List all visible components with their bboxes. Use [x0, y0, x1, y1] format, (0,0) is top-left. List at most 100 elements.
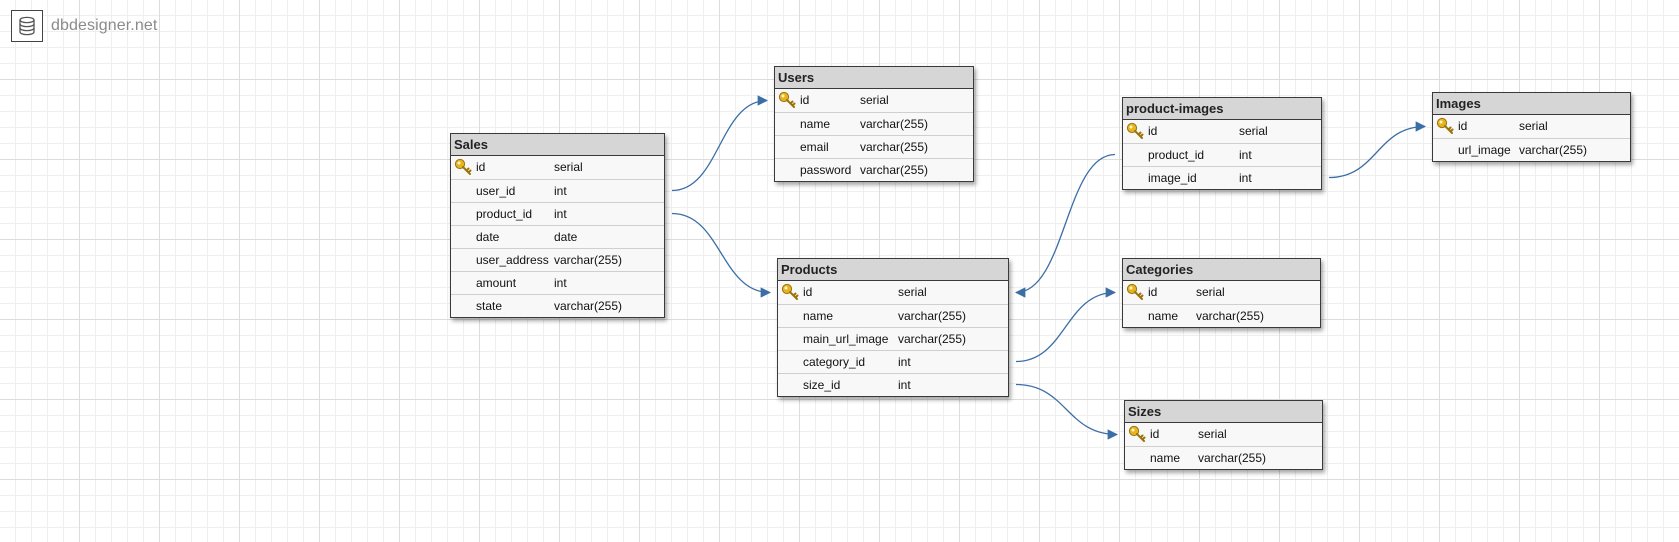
- column-type: int: [554, 276, 567, 290]
- column-name: id: [476, 160, 486, 174]
- column-row[interactable]: id serial: [778, 281, 1008, 304]
- column-name: password: [800, 163, 852, 177]
- column-name: id: [1458, 119, 1468, 133]
- table-title[interactable]: Users: [775, 67, 973, 89]
- table-products[interactable]: Products id serial name varchar(255) main_url…: [777, 258, 1009, 397]
- column-name: amount: [476, 276, 517, 290]
- brand: dbdesigner.net: [11, 10, 157, 42]
- table-product-images[interactable]: product-images id serial product_id int image…: [1122, 97, 1322, 190]
- primary-key-icon: [781, 283, 799, 300]
- column-type: int: [898, 378, 911, 392]
- relation-sales-user_id[interactable]: [671, 95, 769, 192]
- column-type: varchar(255): [898, 309, 967, 323]
- column-name: id: [803, 285, 813, 299]
- table-title[interactable]: Categories: [1123, 259, 1320, 281]
- column-name: product_id: [476, 207, 533, 221]
- column-row[interactable]: id serial: [1433, 115, 1630, 138]
- column-row[interactable]: password varchar(255): [775, 158, 973, 181]
- primary-key-icon: [1128, 425, 1146, 442]
- column-type: varchar(255): [554, 299, 623, 313]
- column-row[interactable]: amount int: [451, 271, 664, 294]
- column-type: serial: [1519, 119, 1548, 133]
- column-row[interactable]: name varchar(255): [1125, 446, 1322, 469]
- table-columns: id serial name varchar(255): [1125, 423, 1322, 469]
- column-type: serial: [898, 285, 927, 299]
- column-name: product_id: [1148, 148, 1205, 162]
- column-row[interactable]: category_id int: [778, 350, 1008, 373]
- relation-products-category_id[interactable]: [1015, 287, 1117, 363]
- table-title[interactable]: Images: [1433, 93, 1630, 115]
- table-sizes[interactable]: Sizes id serial name varchar(255): [1124, 400, 1323, 470]
- column-type: date: [554, 230, 578, 244]
- column-name: email: [800, 140, 829, 154]
- table-title[interactable]: Products: [778, 259, 1008, 281]
- column-name: main_url_image: [803, 332, 889, 346]
- column-row[interactable]: product_id int: [451, 202, 664, 225]
- column-row[interactable]: user_address varchar(255): [451, 248, 664, 271]
- column-row[interactable]: size_id int: [778, 373, 1008, 396]
- column-row[interactable]: product_id int: [1123, 143, 1321, 166]
- column-row[interactable]: id serial: [1125, 423, 1322, 446]
- relation-product-images-product_id[interactable]: [1014, 153, 1116, 298]
- column-type: int: [1239, 148, 1252, 162]
- column-type: int: [554, 207, 567, 221]
- table-title[interactable]: Sales: [451, 134, 664, 156]
- column-row[interactable]: user_id int: [451, 179, 664, 202]
- column-row[interactable]: id serial: [451, 156, 664, 179]
- column-name: id: [1148, 285, 1158, 299]
- column-name: id: [1150, 427, 1160, 441]
- column-name: name: [1150, 451, 1181, 465]
- primary-key-icon: [1126, 122, 1144, 139]
- column-name: user_id: [476, 184, 516, 198]
- table-title[interactable]: Sizes: [1125, 401, 1322, 423]
- relation-sales-product_id[interactable]: [671, 212, 772, 298]
- column-name: user_address: [476, 253, 549, 267]
- column-name: size_id: [803, 378, 841, 392]
- column-name: category_id: [803, 355, 866, 369]
- column-row[interactable]: email varchar(255): [775, 135, 973, 158]
- column-type: varchar(255): [860, 117, 929, 131]
- relation-product-images-image_id[interactable]: [1328, 121, 1427, 179]
- column-type: varchar(255): [860, 140, 929, 154]
- column-name: id: [1148, 124, 1158, 138]
- brand-name: dbdesigner.net: [51, 17, 158, 34]
- column-row[interactable]: id serial: [1123, 281, 1320, 304]
- relation-products-size_id[interactable]: [1015, 383, 1119, 440]
- column-type: varchar(255): [1198, 451, 1267, 465]
- primary-key-icon: [454, 158, 472, 175]
- column-name: name: [803, 309, 834, 323]
- column-name: name: [800, 117, 831, 131]
- column-row[interactable]: id serial: [1123, 120, 1321, 143]
- primary-key-icon: [778, 91, 796, 108]
- column-name: name: [1148, 309, 1179, 323]
- table-title[interactable]: product-images: [1123, 98, 1321, 120]
- column-type: varchar(255): [860, 163, 929, 177]
- database-icon[interactable]: [11, 10, 43, 42]
- column-type: serial: [1198, 427, 1227, 441]
- column-type: serial: [554, 160, 583, 174]
- column-type: varchar(255): [554, 253, 623, 267]
- column-type: int: [898, 355, 911, 369]
- column-row[interactable]: name varchar(255): [775, 112, 973, 135]
- column-type: int: [554, 184, 567, 198]
- column-type: serial: [1239, 124, 1268, 138]
- column-type: serial: [1196, 285, 1225, 299]
- column-row[interactable]: name varchar(255): [778, 304, 1008, 327]
- column-type: serial: [860, 93, 889, 107]
